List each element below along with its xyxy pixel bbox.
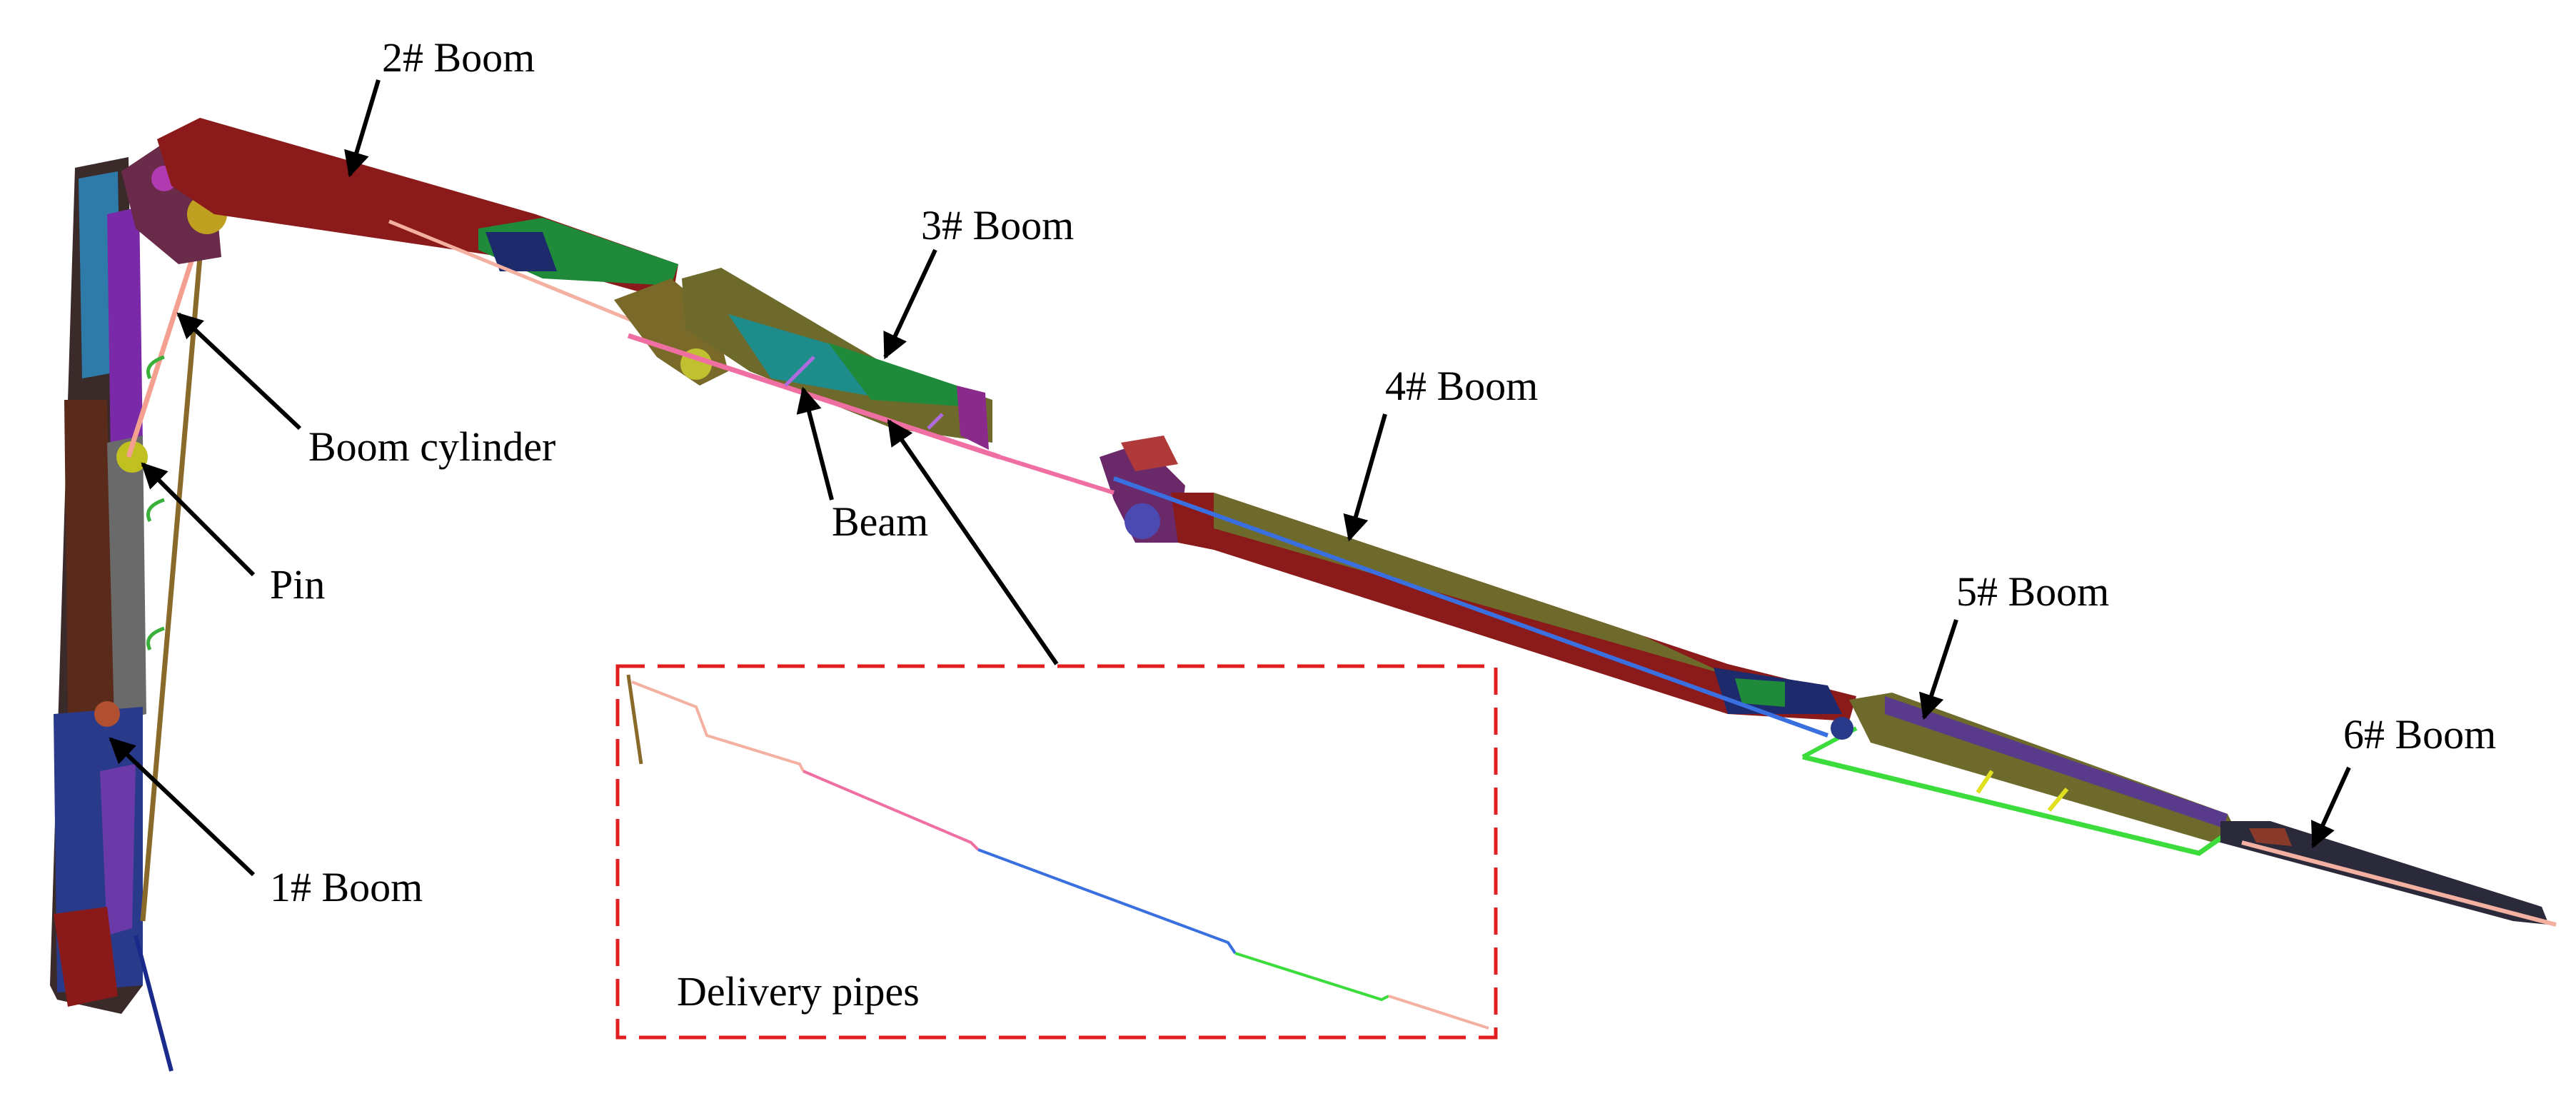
joint-3-4 xyxy=(1100,436,1185,543)
boom-6-structure xyxy=(2220,821,2557,927)
delivery-pipes-label: Delivery pipes xyxy=(677,968,920,1015)
boom-6-arrow xyxy=(2311,766,2351,849)
boom-4-arrow xyxy=(1343,413,1387,542)
boom-2-label: 2# Boom xyxy=(382,34,535,81)
delivery-pipes-arrow xyxy=(887,419,1059,665)
boom-3-arrow xyxy=(883,248,937,360)
boom-5-structure xyxy=(1801,693,2242,856)
boom-cylinder-structure xyxy=(126,256,203,922)
inset-border xyxy=(615,664,1498,1040)
pin-label: Pin xyxy=(270,561,325,608)
beam-label: Beam xyxy=(832,498,928,545)
boom-3-label: 3# Boom xyxy=(921,202,1074,248)
delivery-pipes-inset: Delivery pipes xyxy=(615,664,1498,1040)
boom-6-label: 6# Boom xyxy=(2343,711,2496,758)
boom-5-arrow xyxy=(1919,619,1958,720)
boom-2-structure xyxy=(157,118,678,327)
boom-cylinder-label: Boom cylinder xyxy=(308,423,555,470)
boom-4-label: 4# Boom xyxy=(1385,363,1538,409)
boom-cylinder-arrow xyxy=(176,312,302,431)
boom-2-arrow xyxy=(344,79,381,178)
boom-1-structure xyxy=(50,157,173,1072)
boom-1-arrow xyxy=(109,737,256,877)
boom-3-structure xyxy=(627,268,1001,460)
boom-1-label: 1# Boom xyxy=(270,864,423,910)
boom-5-label: 5# Boom xyxy=(1956,568,2109,615)
pin-arrow xyxy=(141,462,256,577)
beam-arrow xyxy=(796,386,834,501)
